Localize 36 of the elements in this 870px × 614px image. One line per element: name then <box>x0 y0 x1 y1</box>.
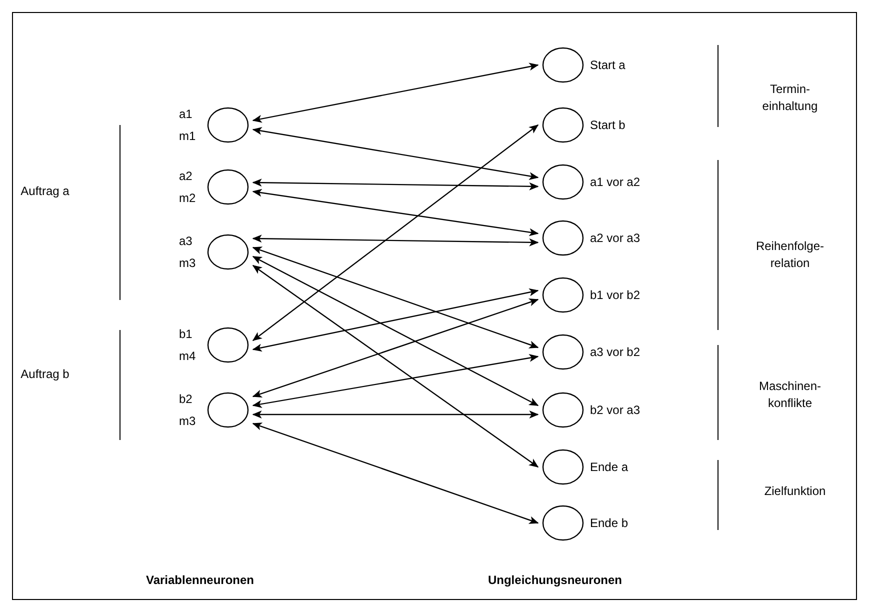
column-heading: Ungleichungsneuronen <box>486 572 623 589</box>
group-label: Zielfunktion <box>763 483 827 500</box>
arrow <box>252 410 539 418</box>
neuron-label: a1 m1 <box>179 106 197 145</box>
arrow <box>252 298 539 398</box>
group-label: Reihenfolge- relation <box>754 238 826 272</box>
arrow <box>252 246 539 348</box>
neuron-label: a2 vor a3 <box>590 230 640 247</box>
group-label: Maschinen- konflikte <box>758 378 822 412</box>
group-label: Termin- einhaltung <box>761 81 819 115</box>
arrow <box>252 127 539 180</box>
neuron-label: b1 vor b2 <box>590 287 640 304</box>
neuron-label: Start a <box>590 57 626 74</box>
arrow <box>252 62 539 123</box>
arrow <box>252 288 539 352</box>
group-label: Auftrag a <box>20 183 70 200</box>
neuron-label: Ende b <box>590 515 628 532</box>
arrow <box>252 354 539 408</box>
neuron-label: Ende a <box>590 459 628 476</box>
arrow <box>252 178 539 190</box>
neuron-label: a2 m2 <box>179 168 197 207</box>
arrow <box>252 422 539 524</box>
neuron-label: b2 m3 <box>179 391 197 430</box>
arrow <box>252 265 539 468</box>
arrow <box>252 256 539 406</box>
arrow <box>252 234 539 246</box>
neuron-label: b2 vor a3 <box>590 402 640 419</box>
neuron-label: a3 vor b2 <box>590 344 640 361</box>
arrow <box>252 124 539 341</box>
neuron-label: a1 vor a2 <box>590 174 640 191</box>
neuron-label: a3 m3 <box>179 233 197 272</box>
neuron-label: Start b <box>590 117 626 134</box>
group-label: Auftrag b <box>20 366 70 383</box>
neuron-label: b1 m4 <box>179 326 197 365</box>
arrow <box>252 188 539 236</box>
column-heading: Variablenneuronen <box>144 572 256 589</box>
